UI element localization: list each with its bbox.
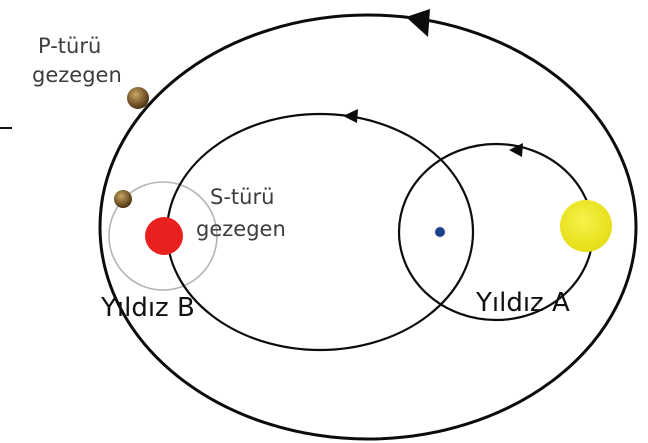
star-b-icon: [145, 217, 183, 255]
p-type-planet-label-line1: P-türü: [38, 34, 101, 58]
s-type-planet-icon: [114, 190, 132, 208]
star-b-label: Yıldız B: [100, 293, 195, 323]
outer-orbit-direction-arrow: [406, 9, 430, 37]
barycenter-dot: [435, 227, 445, 237]
p-type-planet-label-line2: gezegen: [32, 63, 122, 87]
star-a-label: Yıldız A: [475, 288, 570, 318]
s-type-planet-orbit: [108, 181, 218, 291]
s-type-planet-label-line2: gezegen: [196, 217, 286, 241]
star-b-orbit-direction-arrow: [343, 109, 358, 123]
p-type-planet-orbit: [98, 13, 638, 441]
star-a-orbit-direction-arrow: [509, 143, 523, 157]
s-type-planet-label-line1: S-türü: [210, 185, 274, 209]
star-a-icon: [560, 200, 612, 252]
p-type-planet-icon: [127, 87, 149, 109]
